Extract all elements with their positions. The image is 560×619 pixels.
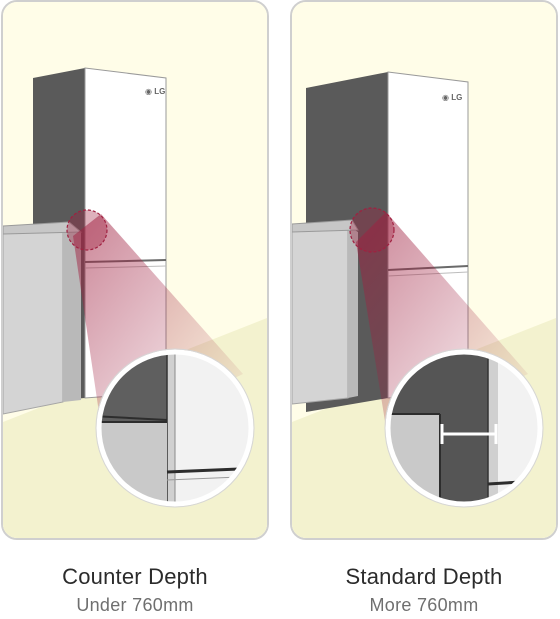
counter-depth-subtitle: Under 760mm — [76, 595, 194, 615]
standard-depth-caption: Standard Depth More 760mm — [290, 562, 558, 618]
counter-depth-scene: ◉ LG — [3, 2, 267, 538]
focus-circle — [349, 207, 395, 253]
counter-top — [292, 219, 359, 233]
counter-depth-caption: Counter Depth Under 760mm — [1, 562, 269, 618]
standard-depth-title: Standard Depth — [345, 564, 503, 589]
counter-side — [348, 226, 358, 398]
counter-depth-title: Counter Depth — [62, 564, 208, 589]
lg-logo: ◉ LG — [442, 93, 462, 102]
counter-side — [63, 228, 81, 402]
standard-depth-subtitle: More 760mm — [369, 595, 479, 615]
counter-front — [3, 227, 64, 415]
counter-front — [292, 225, 349, 405]
focus-circle — [66, 209, 108, 251]
lg-logo: ◉ LG — [145, 87, 165, 96]
standard-depth-illustration: ◉ LG — [290, 0, 558, 540]
standard-depth-scene: ◉ LG — [292, 2, 556, 538]
counter-depth-illustration: ◉ LG — [1, 0, 269, 540]
